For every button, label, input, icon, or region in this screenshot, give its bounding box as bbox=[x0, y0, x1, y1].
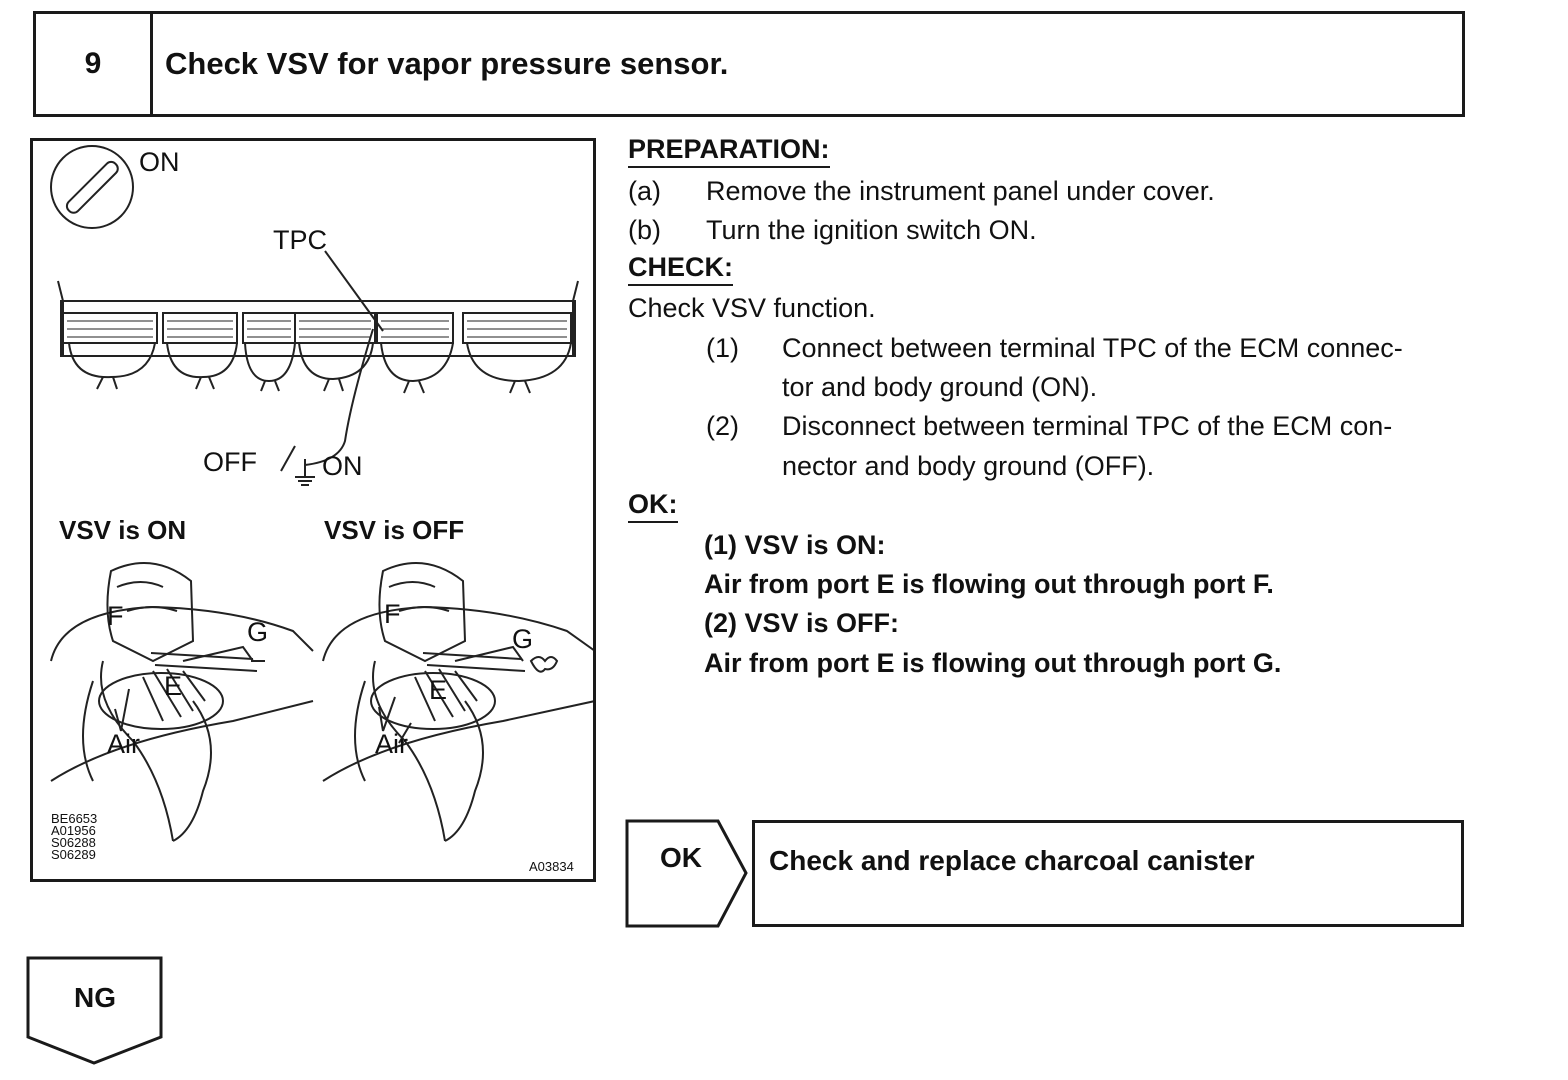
vsv-off-port-e: E bbox=[429, 675, 448, 705]
ignition-key-icon bbox=[50, 145, 134, 229]
figure-code: BE6653 bbox=[51, 811, 98, 826]
figure-reference-codes: BE6653 A01956 S06288 S06289 bbox=[51, 811, 98, 862]
ok-action-box: Check and replace charcoal canister bbox=[752, 820, 1464, 927]
check-2-line2: nector and body ground (OFF). bbox=[782, 451, 1155, 481]
prep-b-marker: (b) bbox=[628, 215, 661, 245]
check-heading: CHECK: bbox=[628, 252, 733, 286]
ng-tag-label: NG bbox=[74, 982, 116, 1013]
figure-code-right: A03834 bbox=[529, 859, 574, 874]
figure-code: A01956 bbox=[51, 823, 96, 838]
prep-b-text: Turn the ignition switch ON. bbox=[706, 215, 1037, 245]
ok-action-text: Check and replace charcoal canister bbox=[769, 845, 1255, 876]
vsv-on-illustration bbox=[50, 562, 314, 842]
step-number: 9 bbox=[36, 14, 153, 114]
illustration-panel: ON TPC OFF ON VSV is ON VSV is OFF F G E… bbox=[30, 138, 596, 882]
ok-arrow-tag bbox=[625, 819, 748, 928]
check-2-marker: (2) bbox=[706, 411, 739, 441]
vsv-on-caption: VSV is ON bbox=[59, 515, 187, 545]
preparation-heading: PREPARATION: bbox=[628, 134, 830, 168]
vsv-on-air-label: Air bbox=[107, 729, 140, 759]
step-header: 9 Check VSV for vapor pressure sensor. bbox=[33, 11, 1465, 117]
check-2-line1: Disconnect between terminal TPC of the E… bbox=[782, 411, 1393, 441]
vsv-off-port-f: F bbox=[384, 599, 401, 629]
ok-tag-label: OK bbox=[660, 842, 702, 873]
illustration-drawing bbox=[50, 145, 593, 842]
check-1-line1: Connect between terminal TPC of the ECM … bbox=[782, 333, 1403, 363]
vsv-on-port-f: F bbox=[107, 601, 124, 631]
vsv-off-port-g: G bbox=[512, 624, 534, 654]
step-title: Check VSV for vapor pressure sensor. bbox=[165, 46, 729, 81]
prep-a-text: Remove the instrument panel under cover. bbox=[706, 176, 1215, 206]
prep-a-marker: (a) bbox=[628, 176, 661, 206]
vsv-on-port-e: E bbox=[164, 671, 183, 701]
switch-off-label: OFF bbox=[203, 447, 257, 477]
check-1-marker: (1) bbox=[706, 333, 739, 363]
tpc-label: TPC bbox=[273, 225, 327, 255]
ecm-connector-icon bbox=[62, 312, 572, 344]
ok-2-title: (2) VSV is OFF: bbox=[704, 608, 900, 638]
figure-code: S06289 bbox=[51, 847, 96, 862]
ok-2-text: Air from port E is flowing out through p… bbox=[704, 648, 1282, 678]
vsv-off-caption: VSV is OFF bbox=[324, 515, 465, 545]
vsv-on-port-g: G bbox=[247, 617, 269, 647]
check-1-line2: tor and body ground (ON). bbox=[782, 372, 1098, 402]
ok-1-text: Air from port E is flowing out through p… bbox=[704, 569, 1274, 599]
vsv-off-illustration bbox=[322, 562, 593, 842]
check-intro: Check VSV function. bbox=[628, 293, 876, 323]
figure-code: S06288 bbox=[51, 835, 96, 850]
ok-1-title: (1) VSV is ON: bbox=[704, 530, 886, 560]
vsv-off-air-label: Air bbox=[375, 729, 408, 759]
ok-heading: OK: bbox=[628, 489, 678, 523]
air-outflow-icon bbox=[529, 656, 559, 673]
ignition-on-label: ON bbox=[139, 147, 180, 177]
switch-on-label: ON bbox=[322, 451, 363, 481]
ng-arrow-tag bbox=[26, 956, 163, 1065]
